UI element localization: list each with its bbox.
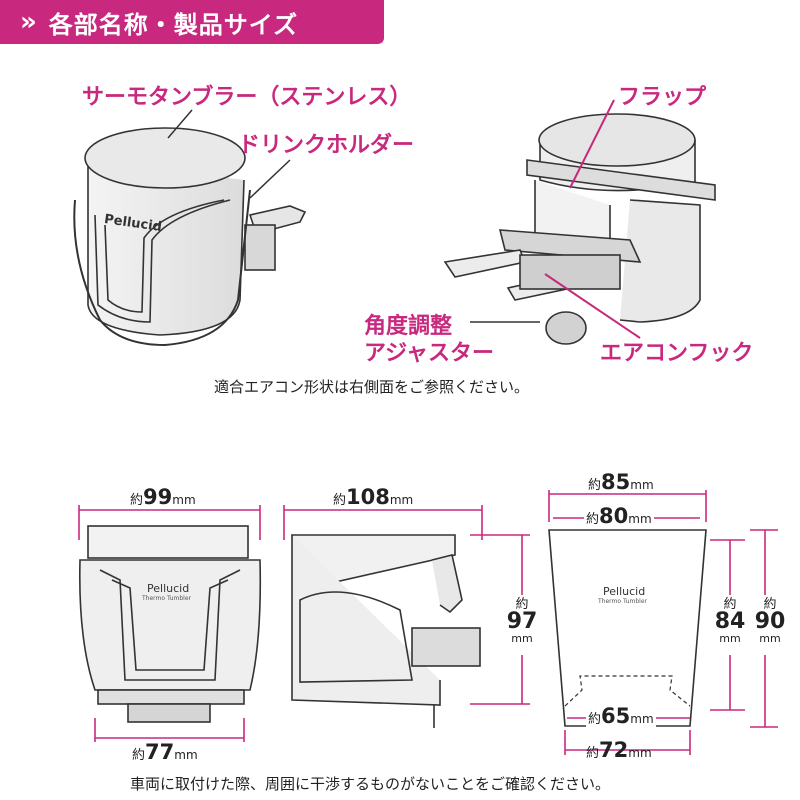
- tumbler-bottom-outer-dimension: [564, 730, 691, 755]
- brand-logo-tumbler: Pellucid: [603, 585, 646, 598]
- compat-note: 適合エアコン形状は右側面をご参照ください。: [214, 378, 530, 396]
- front-width-label: 約99mm: [130, 485, 196, 509]
- front-bottom-dimension: [94, 718, 245, 742]
- caution-note: 車両に取付けた際、周囲に干渉するものがないことをご確認ください。: [130, 775, 611, 793]
- tumbler-top-inner-label: 約80mm: [584, 504, 654, 528]
- holder-with-tumbler-illustration: [73, 127, 307, 347]
- tumbler-top-outer-dimension: [548, 490, 707, 522]
- rear-view-illustration: [443, 113, 716, 345]
- tumbler-bottom-inner-label: 約65mm: [586, 704, 656, 728]
- flap-leader-line: [569, 99, 615, 189]
- tumbler-height-dimension: [750, 529, 778, 728]
- flap-label: フラップ: [618, 85, 707, 110]
- brand-logo-front: Pellucid: [147, 582, 190, 595]
- holder-leader-line: [249, 159, 291, 199]
- side-view-illustration: [291, 534, 481, 728]
- hook-leader-line: [544, 273, 641, 339]
- brand-sub-front: Thermo Tumbler: [142, 595, 191, 602]
- tumbler-leader-line: [167, 109, 193, 139]
- section-header: » 各部名称・製品サイズ: [0, 0, 384, 44]
- adjuster-label-line1: 角度調整: [364, 314, 453, 339]
- chevron-icon: »: [20, 7, 37, 37]
- tumbler-dimension-illustration: [548, 529, 707, 727]
- tumbler-label: サーモタンブラー（ステンレス）: [82, 85, 412, 110]
- hook-label: エアコンフック: [600, 341, 754, 366]
- tumbler-inner-height-dimension: [710, 539, 745, 711]
- brand-sub-tumbler: Thermo Tumbler: [598, 598, 647, 605]
- front-bottom-label: 約77mm: [132, 740, 198, 764]
- tumbler-bottom-outer-label: 約72mm: [586, 738, 652, 762]
- section-title: 各部名称・製品サイズ: [48, 10, 299, 39]
- front-width-dimension: [78, 505, 261, 540]
- side-height-dimension: [470, 534, 530, 705]
- holder-label: ドリンクホルダー: [238, 133, 415, 158]
- adjuster-label-line2: アジャスター: [364, 341, 495, 366]
- tumbler-top-outer-label: 約85mm: [588, 470, 654, 494]
- side-width-dimension: [283, 505, 483, 540]
- front-view-illustration: [78, 525, 262, 723]
- side-width-label: 約108mm: [333, 485, 414, 509]
